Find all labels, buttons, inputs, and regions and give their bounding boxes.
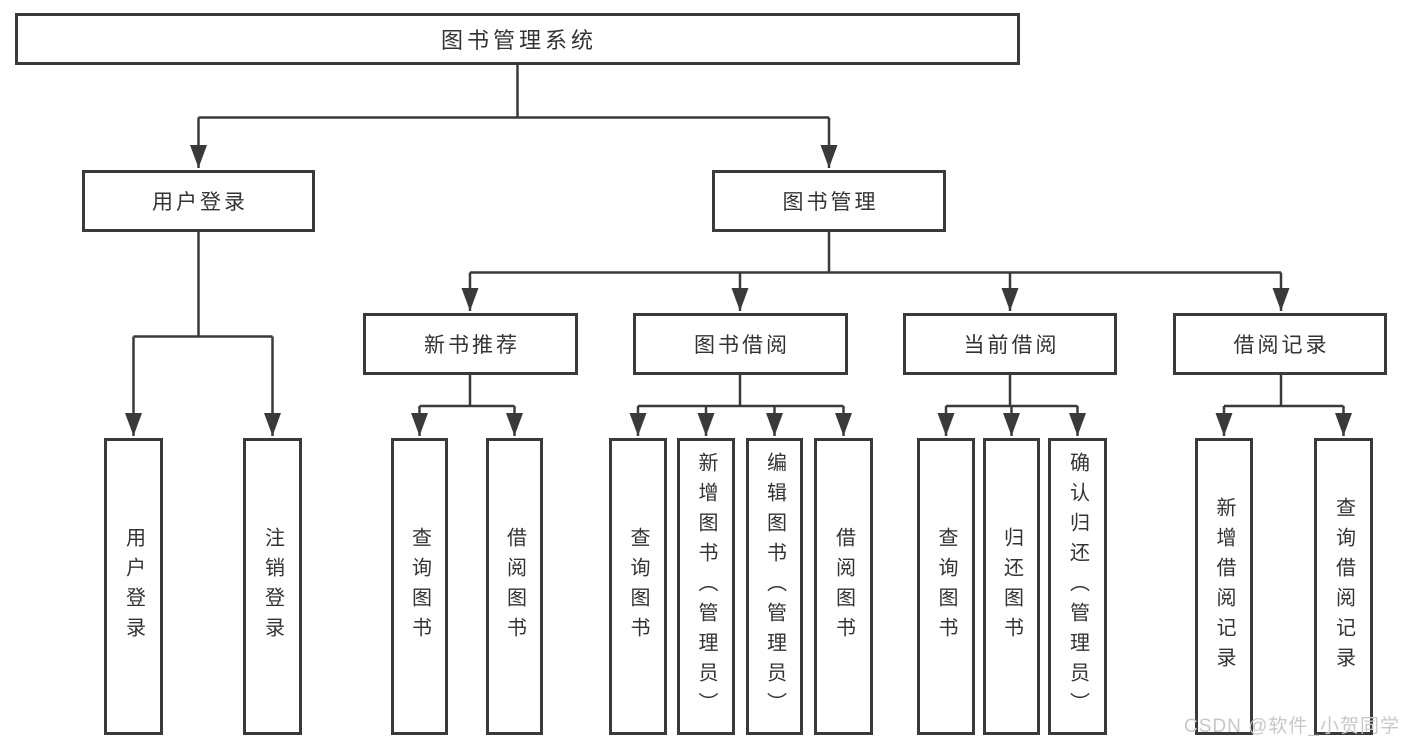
node-current-borrow-label: 当前借阅	[963, 334, 1060, 357]
leaf-return-book: 归还图书	[983, 438, 1040, 735]
node-book-borrow-label: 图书借阅	[694, 334, 790, 357]
connector-book-borrow-trunk	[638, 375, 844, 408]
node-book-management: 图书管理	[712, 170, 946, 232]
node-new-book-recommend: 新书推荐	[363, 313, 578, 375]
node-current-borrow: 当前借阅	[903, 313, 1117, 375]
leaf-query-borrow-record-label: 查询借阅记录	[1332, 496, 1355, 677]
node-borrow-records-label: 借阅记录	[1233, 334, 1330, 357]
connector-root-trunk	[198, 65, 829, 119]
leaf-query-books-3: 查询图书	[917, 438, 975, 735]
leaf-borrow-books-2-label: 借阅图书	[832, 526, 855, 647]
node-book-borrow: 图书借阅	[633, 313, 848, 375]
node-borrow-records: 借阅记录	[1173, 313, 1387, 375]
leaf-query-books-1: 查询图书	[391, 438, 448, 735]
leaf-add-book-admin: 新增图书（管理员）	[677, 438, 735, 735]
leaf-edit-book-admin: 编辑图书（管理员）	[746, 438, 803, 735]
node-user-login-label: 用户登录	[152, 191, 248, 214]
leaf-add-book-admin-label: 新增图书（管理员）	[695, 451, 717, 722]
connector-current-borrow-trunk	[946, 375, 1078, 408]
node-root-library-system: 图书管理系统	[15, 13, 1020, 65]
leaf-borrow-books-2: 借阅图书	[814, 438, 873, 735]
leaf-user-login: 用户登录	[104, 438, 163, 735]
leaf-confirm-return-admin-label: 确认归还（管理员）	[1066, 451, 1089, 722]
connector-new-book-recommend-trunk	[419, 375, 515, 408]
node-user-login: 用户登录	[82, 170, 315, 232]
connector-user-login-trunk	[133, 232, 273, 338]
leaf-logout-label: 注销登录	[261, 526, 284, 647]
connector-book-management-trunk	[470, 232, 1281, 274]
leaf-add-borrow-record: 新增借阅记录	[1195, 438, 1253, 735]
node-root-label: 图书管理系统	[440, 28, 597, 53]
leaf-user-login-label: 用户登录	[122, 526, 145, 647]
leaf-query-books-2: 查询图书	[609, 438, 667, 735]
leaf-logout: 注销登录	[243, 438, 302, 735]
leaf-return-book-label: 归还图书	[1000, 526, 1023, 647]
node-new-book-recommend-label: 新书推荐	[424, 334, 520, 357]
csdn-watermark: CSDN @软件_小贺同学	[1184, 716, 1400, 737]
connector-borrow-records-trunk	[1224, 375, 1344, 408]
leaf-add-borrow-record-label: 新增借阅记录	[1213, 496, 1235, 677]
leaf-query-books-1-label: 查询图书	[408, 526, 431, 647]
leaf-query-books-2-label: 查询图书	[627, 526, 649, 647]
leaf-query-books-3-label: 查询图书	[935, 526, 957, 647]
leaf-confirm-return-admin: 确认归还（管理员）	[1048, 438, 1107, 735]
leaf-borrow-books-1: 借阅图书	[486, 438, 543, 735]
node-book-management-label: 图书管理	[782, 191, 879, 214]
leaf-query-borrow-record: 查询借阅记录	[1314, 438, 1373, 735]
leaf-borrow-books-1-label: 借阅图书	[503, 526, 526, 647]
leaf-edit-book-admin-label: 编辑图书（管理员）	[763, 451, 786, 722]
